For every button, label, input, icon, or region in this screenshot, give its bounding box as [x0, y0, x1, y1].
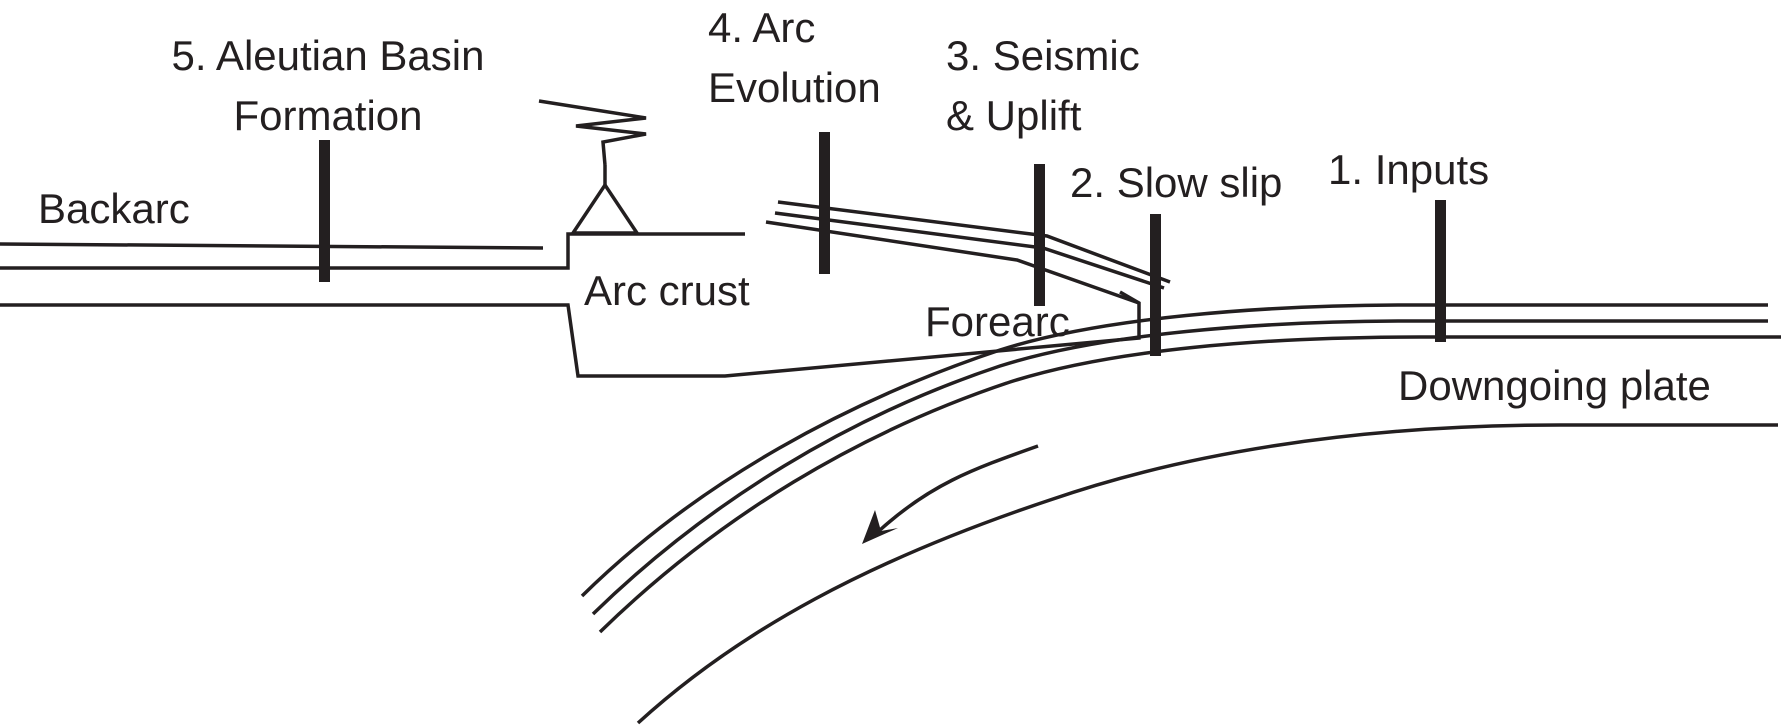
backarc-crust-top	[0, 232, 745, 270]
site-marker-4	[819, 132, 830, 274]
seismic-uplift-label-line1: 3. Seismic	[946, 32, 1140, 79]
eruption-plume	[538, 99, 647, 166]
aleutian-basin-label-line1: 5. Aleutian Basin	[171, 32, 485, 79]
backarc-surface-line	[0, 242, 544, 250]
inputs-label: 1. Inputs	[1328, 146, 1490, 193]
aleutian-basin-label-line2: Formation	[233, 92, 423, 139]
site-marker-1	[1435, 200, 1446, 342]
slab-motion-arrowhead	[862, 510, 898, 544]
seismic-uplift-label: 3. Seismic & Uplift	[946, 26, 1140, 146]
aleutian-basin-label: 5. Aleutian Basin Formation	[172, 26, 485, 146]
forearc-layer-2	[774, 211, 1165, 290]
volcano-icon	[569, 181, 641, 235]
forearc-label: Forearc	[925, 298, 1070, 345]
downgoing-plate-label: Downgoing plate	[1398, 362, 1711, 409]
seismic-uplift-label-line2: & Uplift	[946, 92, 1082, 139]
slab-top-line	[580, 303, 1768, 598]
arc-crust-label: Arc crust	[584, 267, 750, 314]
slab-upper-line	[598, 335, 1781, 634]
backarc-label: Backarc	[38, 185, 190, 232]
slab-base-line	[636, 423, 1778, 725]
slab-mid-line	[591, 319, 1768, 616]
site-marker-5	[319, 140, 330, 282]
forearc-layer-3	[765, 220, 1140, 305]
forearc-layer-1	[777, 200, 1171, 284]
arc-evolution-label-line2: Evolution	[708, 64, 881, 111]
slab-motion-arrow-shaft	[878, 444, 1039, 532]
arc-evolution-label: 4. Arc Evolution	[708, 0, 881, 118]
site-marker-3	[1034, 164, 1045, 306]
site-marker-2	[1150, 214, 1161, 356]
slow-slip-label: 2. Slow slip	[1070, 159, 1283, 206]
arc-evolution-label-line1: 4. Arc	[708, 4, 816, 51]
